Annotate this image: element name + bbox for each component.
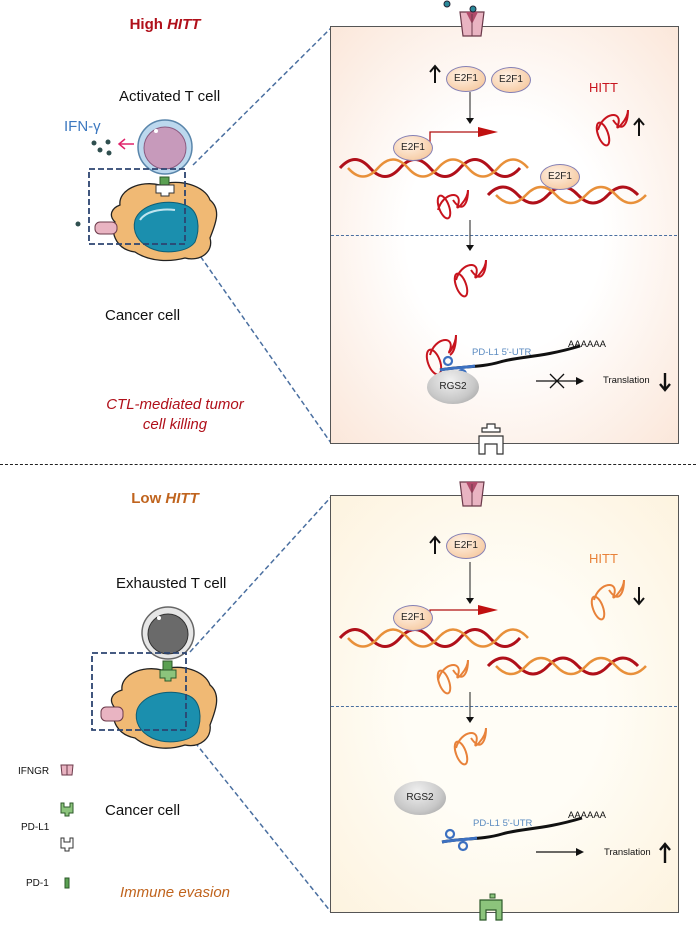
up-arrow-icon (429, 535, 441, 554)
zoom-link-line (184, 729, 332, 913)
pd-l1-icon (159, 669, 177, 682)
ifn-gamma-label: IFN-γ (64, 118, 101, 135)
down-arrow-icon (659, 373, 671, 392)
activated-t-cell-icon (137, 119, 193, 175)
hitt-rna-icon (590, 579, 625, 621)
translation-label: Translation (604, 847, 651, 858)
e2f1-protein: E2F1 (446, 533, 486, 559)
pd-l1-icon (479, 893, 503, 921)
transcription-start-arrow-icon (429, 127, 498, 143)
zoom-link-line (189, 496, 332, 653)
cancer-cell-icon (110, 666, 218, 749)
dna-helix-icon (338, 158, 529, 178)
legend-label-ifngr: IFNGR (18, 766, 50, 777)
transcription-start-arrow-icon (429, 605, 498, 620)
arrowhead-icon (466, 245, 474, 251)
activated-t-cell-label: Activated T cell (119, 88, 221, 105)
dna-helix-icon (338, 628, 529, 648)
exhausted-t-cell-icon (141, 606, 195, 660)
legend-pd-l1-inactive-icon (60, 837, 74, 852)
rgs2-protein: RGS2 (394, 781, 446, 815)
arrowhead-icon (466, 717, 474, 723)
pd-l1-icon (478, 423, 504, 455)
hitt-rna-icon (436, 189, 469, 220)
pd-l1-mrna-icon (441, 816, 583, 852)
hitt-rna-icon (595, 109, 629, 147)
ifngr-receptor-icon (459, 481, 485, 507)
ifngr-receptor-icon (100, 706, 124, 722)
hitt-rna-icon (453, 259, 487, 298)
up-arrow-icon (429, 64, 441, 83)
translation-label: Translation (603, 375, 650, 386)
low-panel-graphics (338, 481, 671, 921)
dna-helix-icon (486, 185, 647, 205)
nucleus-cytoplasm-boundary (331, 706, 677, 707)
zoom-region-box (91, 652, 187, 731)
pd-l1-icon (155, 184, 175, 197)
blocked-translation-arrow-icon (536, 373, 576, 389)
section-divider (0, 464, 696, 465)
ifngr-receptor-icon (94, 221, 118, 235)
legend-label-pd-1: PD-1 (26, 878, 49, 889)
down-arrow-icon (633, 587, 645, 606)
hitt-label-low: HITT (589, 551, 618, 566)
rgs2-protein: RGS2 (427, 370, 479, 404)
zoom-region-box (88, 168, 186, 245)
ifn-gamma-molecules-icon (75, 139, 112, 227)
arrowhead-icon (466, 118, 474, 124)
legend-label-pd-l1: PD-L1 (21, 822, 50, 833)
e2f1-protein: E2F1 (540, 164, 580, 190)
exhausted-t-cell-label: Exhausted T cell (116, 575, 227, 592)
ifngr-receptor-icon (443, 0, 485, 37)
hitt-label-high: HITT (589, 80, 618, 95)
arrowhead-icon (466, 598, 474, 604)
legend-pd-1-icon (64, 877, 70, 889)
dna-helix-icon (486, 656, 647, 676)
e2f1-protein: E2F1 (393, 135, 433, 161)
e2f1-protein: E2F1 (393, 605, 433, 631)
immune-evasion-caption: Immune evasion (119, 884, 231, 901)
legend-pd-l1-active-icon (60, 802, 74, 817)
low-hitt-mechanism-panel (330, 495, 679, 913)
polya-label: AAAAAA (568, 339, 607, 350)
up-arrow-icon (633, 117, 645, 136)
polya-label: AAAAAA (568, 810, 607, 821)
low-hitt-title: Low HITT (131, 490, 199, 507)
cancer-cell-label-high: Cancer cell (105, 307, 181, 324)
hitt-rna-icon (436, 659, 469, 695)
high-hitt-title: High HITT (129, 16, 201, 33)
zoom-link-line (195, 249, 332, 444)
nucleus-cytoplasm-boundary (331, 235, 677, 236)
secretion-arrow-icon (117, 138, 134, 150)
zoom-link-line (192, 27, 332, 166)
pd-l1-utr-label: PD-L1 5'-UTR (472, 347, 532, 358)
cancer-cell-label-low: Cancer cell (105, 802, 181, 819)
hitt-rna-icon (453, 727, 487, 766)
e2f1-protein: E2F1 (491, 67, 531, 93)
pd-l1-utr-label: PD-L1 5'-UTR (473, 818, 533, 829)
up-arrow-icon (659, 842, 671, 863)
legend-ifngr-icon (60, 764, 74, 776)
e2f1-protein: E2F1 (446, 66, 486, 92)
